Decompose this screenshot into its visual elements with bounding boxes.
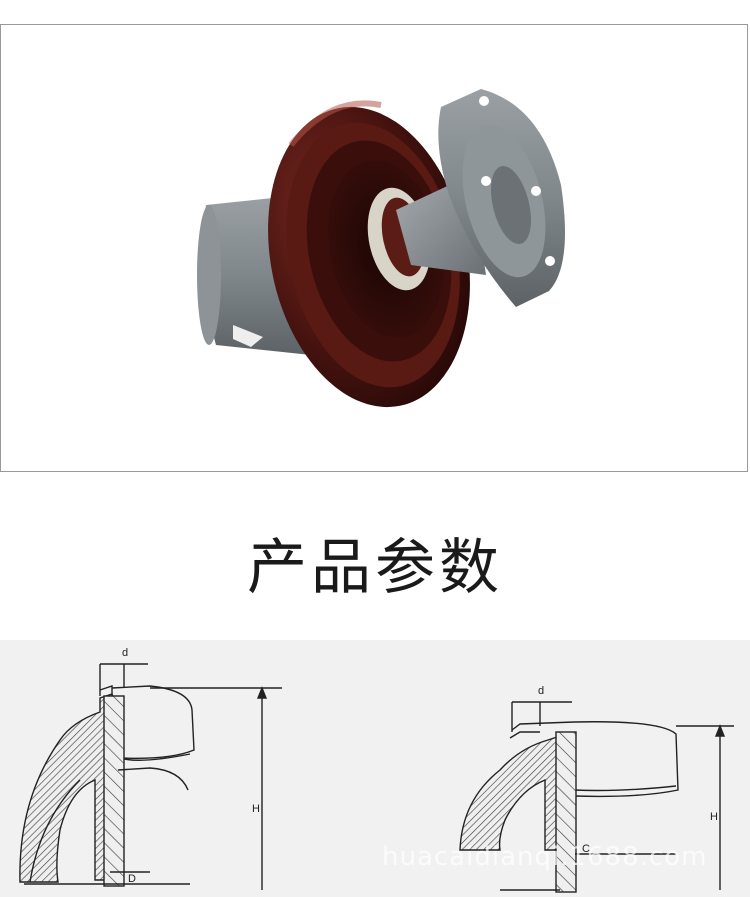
left-dim-D-label: D — [128, 873, 136, 885]
product-photo-frame — [0, 24, 748, 472]
right-dim-H-label: H — [710, 811, 718, 823]
insulator-product-image — [197, 89, 565, 408]
right-dim-d-label: d — [538, 685, 544, 697]
right-drawing — [459, 701, 734, 893]
watermark-text: huacaidianqi.1688.com — [382, 842, 708, 872]
technical-drawing: d H D d H C — [0, 640, 750, 897]
left-dim-H-label: H — [252, 803, 260, 815]
right-dim-C-label: C — [582, 843, 590, 855]
left-dim-d-label: d — [122, 647, 128, 659]
section-title: 产品参数 — [247, 533, 503, 603]
insulator-cross-section-drawings: d H D d H C — [19, 647, 734, 893]
left-drawing — [19, 663, 282, 890]
